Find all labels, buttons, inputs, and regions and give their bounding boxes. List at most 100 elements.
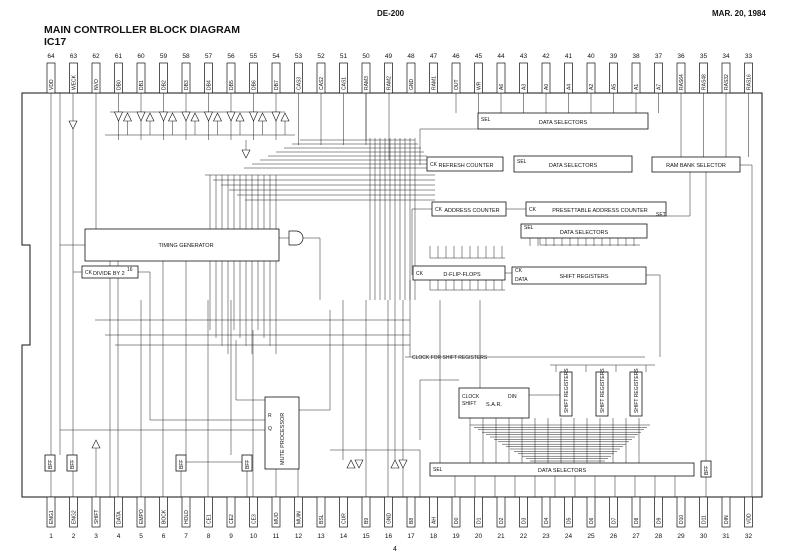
pin-number: 38 bbox=[632, 53, 640, 60]
pin-number: 16 bbox=[385, 533, 393, 540]
block-ram-bank-selector: RAM BANK SELECTOR bbox=[651, 156, 741, 173]
svg-text:DATA SELECTORS: DATA SELECTORS bbox=[538, 468, 587, 474]
svg-text:S.A.R.: S.A.R. bbox=[486, 402, 502, 408]
pin-number: 50 bbox=[362, 53, 370, 60]
pin-label: D4 bbox=[544, 517, 550, 524]
pin-number: 34 bbox=[722, 53, 730, 60]
svg-text:CK: CK bbox=[416, 271, 424, 277]
pin-label: RAS64 bbox=[679, 74, 685, 90]
pin-label: B9 bbox=[364, 518, 370, 524]
pin-label: DB5 bbox=[229, 80, 235, 90]
tri-buffer bbox=[280, 112, 290, 122]
pin-number: 30 bbox=[700, 533, 708, 540]
clock-bus: CLOCK FOR SHIFT REGISTERS bbox=[405, 355, 645, 361]
pin-label: A6 bbox=[499, 84, 505, 90]
buffer-bff-2: BFF bbox=[66, 454, 78, 472]
svg-text:MUTE PROCESSOR: MUTE PROCESSOR bbox=[280, 413, 286, 465]
pin-number: 41 bbox=[565, 53, 573, 60]
pin-number: 53 bbox=[295, 53, 303, 60]
pin-9: CE2 9 bbox=[226, 496, 236, 540]
page-title: MAIN CONTROLLER BLOCK DIAGRAM IC17 bbox=[44, 24, 240, 48]
pin-label: VDD bbox=[49, 79, 55, 90]
pin-number: 27 bbox=[632, 533, 640, 540]
pin-label: D1 bbox=[477, 517, 483, 524]
svg-text:BFF: BFF bbox=[70, 460, 76, 469]
svg-text:SEL: SEL bbox=[524, 225, 534, 231]
pin-label: A7 bbox=[657, 84, 663, 90]
tri-buffer bbox=[346, 459, 356, 469]
pin-number: 12 bbox=[295, 533, 303, 540]
pin-label: D7 bbox=[612, 517, 618, 524]
pin-number: 33 bbox=[745, 53, 753, 60]
pin-label: RAS32 bbox=[724, 74, 730, 90]
pin-number: 54 bbox=[272, 53, 280, 60]
buffer-bff-3: BFF bbox=[175, 454, 187, 472]
pin-number: 29 bbox=[677, 533, 685, 540]
pin-label: WR bbox=[477, 81, 483, 90]
pin-number: 9 bbox=[229, 533, 233, 540]
pin-label: DIN bbox=[724, 515, 730, 524]
pin-number: 58 bbox=[182, 53, 190, 60]
svg-text:SHIFT REGISTERS: SHIFT REGISTERS bbox=[600, 368, 606, 413]
pin-number: 43 bbox=[520, 53, 528, 60]
pin-number: 46 bbox=[452, 53, 460, 60]
svg-text:SET: SET bbox=[656, 212, 666, 218]
svg-text:CLOCK FOR SHIFT REGISTERS: CLOCK FOR SHIFT REGISTERS bbox=[412, 355, 488, 361]
wiring bbox=[50, 93, 753, 497]
tri-buffer bbox=[181, 111, 191, 122]
pin-number: 14 bbox=[340, 533, 348, 540]
pin-label: RAM2 bbox=[387, 76, 393, 90]
pin-label: MUIN bbox=[297, 511, 303, 524]
pin-number: 5 bbox=[139, 533, 143, 540]
tri-buffer bbox=[123, 112, 132, 122]
svg-text:R: R bbox=[268, 413, 272, 419]
pin-label: MUO bbox=[274, 512, 280, 524]
pin-label: D9 bbox=[657, 517, 663, 524]
pin-label: WECK bbox=[72, 74, 78, 90]
tri-buffer bbox=[258, 112, 267, 122]
pin-number: 20 bbox=[475, 533, 483, 540]
pin-number: 37 bbox=[655, 53, 663, 60]
pin-label: A3 bbox=[522, 84, 528, 90]
pin-label: CE2 bbox=[229, 514, 235, 524]
pin-label: DB3 bbox=[184, 80, 190, 90]
pin-number: 32 bbox=[745, 533, 753, 540]
pin-label: DB4 bbox=[207, 80, 213, 90]
top-pin-row: 64VDD63WECK62NVO61DB060DB159DB258DB357DB… bbox=[46, 53, 753, 94]
svg-text:DATA SELECTORS: DATA SELECTORS bbox=[539, 120, 588, 126]
block-d-flip-flops: D-FLIP-FLOPS CK bbox=[412, 265, 506, 281]
svg-text:CK: CK bbox=[435, 207, 443, 213]
pin-20: D1 20 bbox=[474, 496, 483, 540]
pin-number: 7 bbox=[184, 533, 188, 540]
pin-label: D11 bbox=[702, 515, 708, 524]
svg-text:CK: CK bbox=[430, 162, 438, 168]
pin-number: 10 bbox=[250, 533, 258, 540]
block-refresh-counter: REFRESH COUNTER CK bbox=[426, 156, 504, 172]
pin-label: D5 bbox=[567, 517, 573, 524]
tri-buffer bbox=[390, 459, 400, 469]
svg-text:SHIFT REGISTERS: SHIFT REGISTERS bbox=[634, 368, 640, 413]
document-id: DE-200 bbox=[377, 9, 405, 18]
pin-29: D10 29 bbox=[676, 496, 686, 540]
svg-text:DIN: DIN bbox=[508, 394, 517, 400]
pin-number: 26 bbox=[610, 533, 618, 540]
pin-label: D10 bbox=[679, 515, 685, 524]
svg-text:SEL: SEL bbox=[481, 117, 491, 123]
tri-buffer bbox=[159, 111, 168, 122]
tri-buffer bbox=[241, 149, 251, 159]
svg-text:Q: Q bbox=[268, 426, 272, 432]
